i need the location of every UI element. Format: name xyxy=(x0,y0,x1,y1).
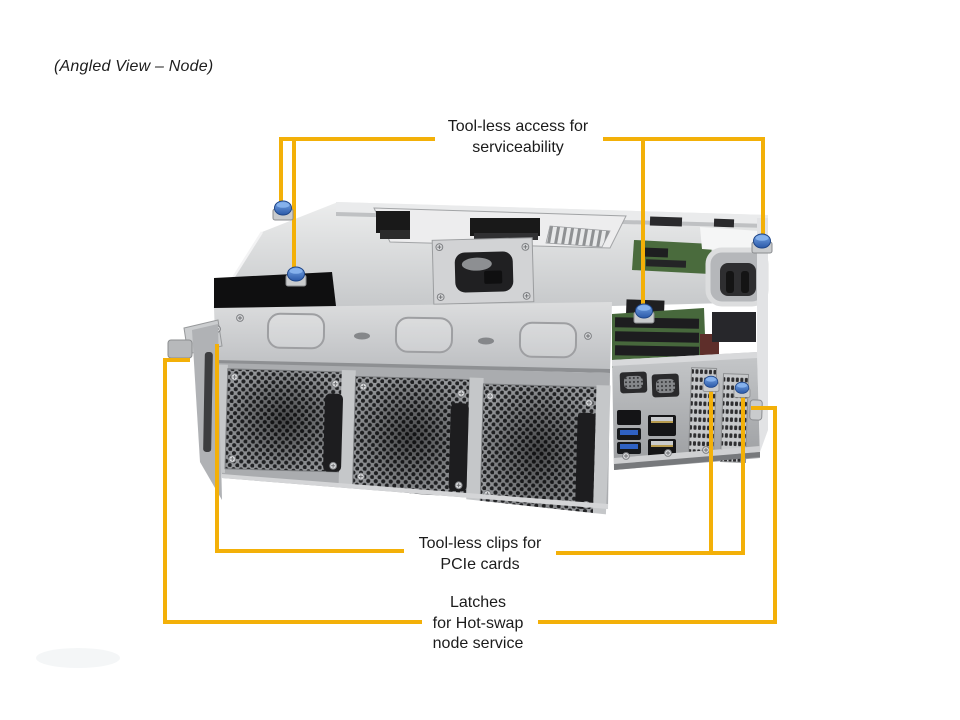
rear-cutout xyxy=(649,216,683,227)
usb3-port-2 xyxy=(617,442,641,454)
callout-line-pcie-left xyxy=(215,344,404,553)
rear-connector-teeth xyxy=(380,230,410,239)
ethernet-port-1 xyxy=(648,415,676,436)
label-hotswap-latches: Latches for Hot-swap node service xyxy=(358,593,598,655)
band-bottom-shadow xyxy=(216,360,610,373)
left-rail-slot xyxy=(203,351,213,453)
callout-line-latches-left xyxy=(163,358,422,624)
callout-line-serviceability-left xyxy=(279,137,435,208)
dimm-slot xyxy=(614,317,700,329)
hotswap-latch-left xyxy=(167,339,193,359)
handle-opening xyxy=(705,247,769,307)
callout-line-pcie-right xyxy=(556,393,745,555)
faint-watermark xyxy=(36,648,120,668)
serial-port-1 xyxy=(619,371,648,394)
fan-handle xyxy=(448,403,469,492)
fan-modules xyxy=(214,364,611,515)
dimm-slot xyxy=(614,345,700,357)
fan-wall-bottom-rail xyxy=(222,474,608,509)
rear-connector-teeth xyxy=(474,233,538,240)
pcb-component xyxy=(641,247,669,258)
screw-icon xyxy=(664,449,672,457)
callout-line-serviceability-right xyxy=(603,137,765,240)
thumbscrew-icon xyxy=(285,266,307,287)
label-line: for Hot-swap xyxy=(432,614,524,632)
rear-cutout xyxy=(713,218,735,228)
access-plate xyxy=(431,237,535,305)
usb3-port-1 xyxy=(617,428,641,440)
heatsink-fins xyxy=(545,225,611,248)
chassis xyxy=(167,202,769,515)
view-title: (Angled View – Node) xyxy=(54,58,214,75)
pcie-clip-icon xyxy=(702,375,720,392)
io-bottom-shadow xyxy=(614,452,760,470)
screw-icon xyxy=(702,446,710,454)
pcie-clip-icon xyxy=(733,381,751,398)
pcb-component xyxy=(712,312,756,342)
thumbscrew-icon xyxy=(751,233,773,254)
band-slot xyxy=(478,337,494,345)
rear-connector-block xyxy=(376,211,410,233)
label-line: node service xyxy=(432,635,524,652)
label-line: serviceability xyxy=(472,138,564,156)
fan-mullion xyxy=(592,385,611,515)
label-pcie-clips: Tool-less clips for PCIe cards xyxy=(360,534,600,575)
screw-icon xyxy=(622,452,630,460)
thumbscrew-icon xyxy=(633,303,655,324)
label-serviceability: Tool-less access for serviceability xyxy=(396,117,640,158)
screw-icon xyxy=(236,314,244,322)
embossed-panels xyxy=(266,312,578,359)
dimm-slot xyxy=(614,331,700,343)
io-panel-lip xyxy=(612,352,757,366)
callout-lines xyxy=(163,137,777,624)
rear-connector-block xyxy=(470,218,540,236)
screw-icon xyxy=(584,332,592,340)
callout-line-latches-right xyxy=(538,406,777,624)
left-dark-notch xyxy=(214,272,336,308)
fan-handle xyxy=(575,412,596,509)
fan-mullion xyxy=(466,377,484,504)
front-band xyxy=(214,302,612,372)
io-bottom-rail xyxy=(614,446,760,465)
band-slot xyxy=(354,332,370,340)
label-line: Latches xyxy=(449,594,507,611)
chassis-notch xyxy=(700,227,760,253)
usb-port xyxy=(617,410,641,425)
label-line: PCIe cards xyxy=(440,555,520,573)
label-line: Tool-less access for xyxy=(447,118,589,135)
serial-port-2 xyxy=(651,373,680,398)
thumbscrew-icon xyxy=(272,200,294,221)
label-line: Tool-less clips for xyxy=(418,535,542,552)
pcb-component xyxy=(645,259,687,268)
fan-handle xyxy=(323,393,344,472)
right-wall xyxy=(757,218,768,452)
